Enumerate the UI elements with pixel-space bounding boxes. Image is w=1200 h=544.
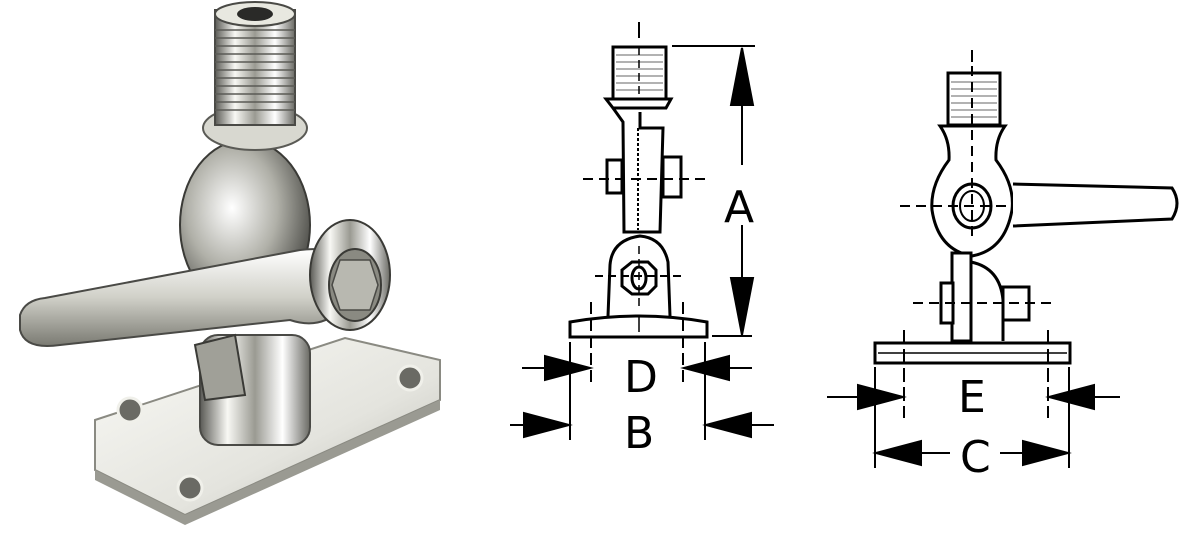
arrow-left-icon (872, 439, 922, 467)
arrow-right-icon (544, 354, 594, 382)
dimension-label-c: C (960, 432, 991, 483)
hex-nut-icon (661, 155, 683, 199)
threaded-stud (202, 1, 308, 151)
arrow-right-icon (523, 411, 573, 439)
arrow-left-icon (702, 411, 752, 439)
arrow-left-icon (1045, 383, 1095, 411)
dimension-label-a: A (724, 182, 754, 233)
hex-nut-icon (605, 158, 624, 195)
antenna-mount-photo (19, 1, 441, 525)
hex-bolt-icon (620, 260, 658, 296)
product-photo (0, 0, 450, 544)
arrow-right-icon (1022, 439, 1072, 467)
locking-lever (19, 219, 391, 347)
side-view-drawing: A D B (500, 0, 800, 544)
mounting-hole-icon (396, 364, 424, 392)
lower-knuckle (193, 333, 311, 446)
arrow-left-icon (680, 354, 730, 382)
arrow-right-icon (857, 383, 907, 411)
hex-bolt-icon (331, 259, 379, 311)
dimension-label-e: E (958, 372, 986, 423)
mounting-hole-icon (176, 474, 204, 502)
dimension-label-b: B (624, 408, 654, 459)
arrow-down-icon (729, 277, 755, 336)
dimension-label-d: D (624, 352, 658, 403)
mounting-hole-icon (116, 396, 144, 424)
front-view-drawing: E C (800, 0, 1200, 544)
arrow-up-icon (729, 47, 755, 106)
locking-lever (1012, 182, 1179, 228)
hex-nut-icon (193, 333, 247, 402)
